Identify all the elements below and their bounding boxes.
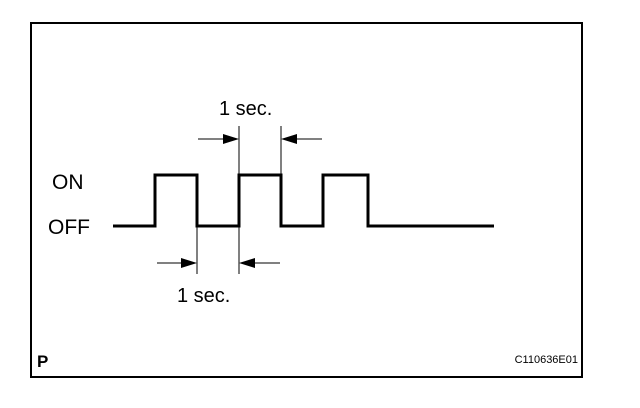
top-interval-marker xyxy=(198,126,322,174)
figure-reference-code: C110636E01 xyxy=(514,354,578,366)
diagram-frame xyxy=(30,22,583,378)
bottom-arrow-left-head xyxy=(181,258,197,268)
top-arrow-left-head xyxy=(223,134,239,144)
off-label: OFF xyxy=(48,216,90,239)
pulse-waveform xyxy=(113,173,494,228)
bottom-arrow-right-head xyxy=(239,258,255,268)
top-arrow-right-head xyxy=(281,134,297,144)
top-interval-label: 1 sec. xyxy=(219,98,272,120)
figure-corner-code: P xyxy=(37,352,49,371)
bottom-interval-label: 1 sec. xyxy=(177,285,230,307)
bottom-interval-marker xyxy=(157,227,280,274)
on-label: ON xyxy=(52,171,84,194)
